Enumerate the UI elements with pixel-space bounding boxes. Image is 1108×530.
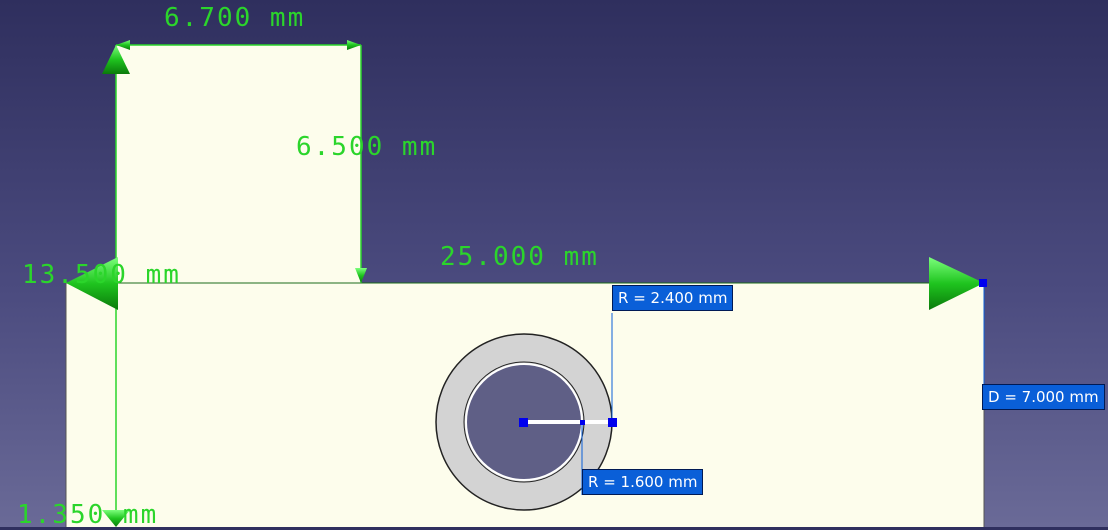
inner-radius-handle-icon[interactable]: [580, 420, 585, 425]
dim-bottom-offset[interactable]: 1.350 mm: [17, 500, 159, 530]
arrow-right-large-icon: [929, 257, 984, 310]
dim-top-width[interactable]: 6.700 mm: [164, 3, 306, 33]
arrow-height-bottom-icon: [355, 268, 367, 283]
dim-base-width[interactable]: 25.000 mm: [440, 242, 599, 272]
inner-radius-tag[interactable]: R = 1.600 mm: [582, 469, 704, 495]
arrow-left-large-icon: [66, 257, 118, 310]
upper-block-face[interactable]: [116, 45, 361, 284]
corner-handle-icon[interactable]: [979, 279, 987, 287]
arrow-top-right-icon: [347, 40, 361, 50]
dim-top-height[interactable]: 6.500 mm: [296, 132, 438, 162]
center-handle-icon[interactable]: [519, 418, 528, 427]
arrow-down-large-icon: [102, 510, 130, 527]
arrow-top-left-icon: [116, 40, 130, 50]
arrow-up-large-icon: [102, 45, 130, 74]
outer-radius-tag[interactable]: R = 2.400 mm: [612, 285, 734, 311]
dim-left-offset[interactable]: 13.500 mm: [22, 260, 181, 290]
diameter-tag[interactable]: D = 7.000 mm: [982, 384, 1105, 410]
outer-radius-handle-icon[interactable]: [608, 418, 617, 427]
